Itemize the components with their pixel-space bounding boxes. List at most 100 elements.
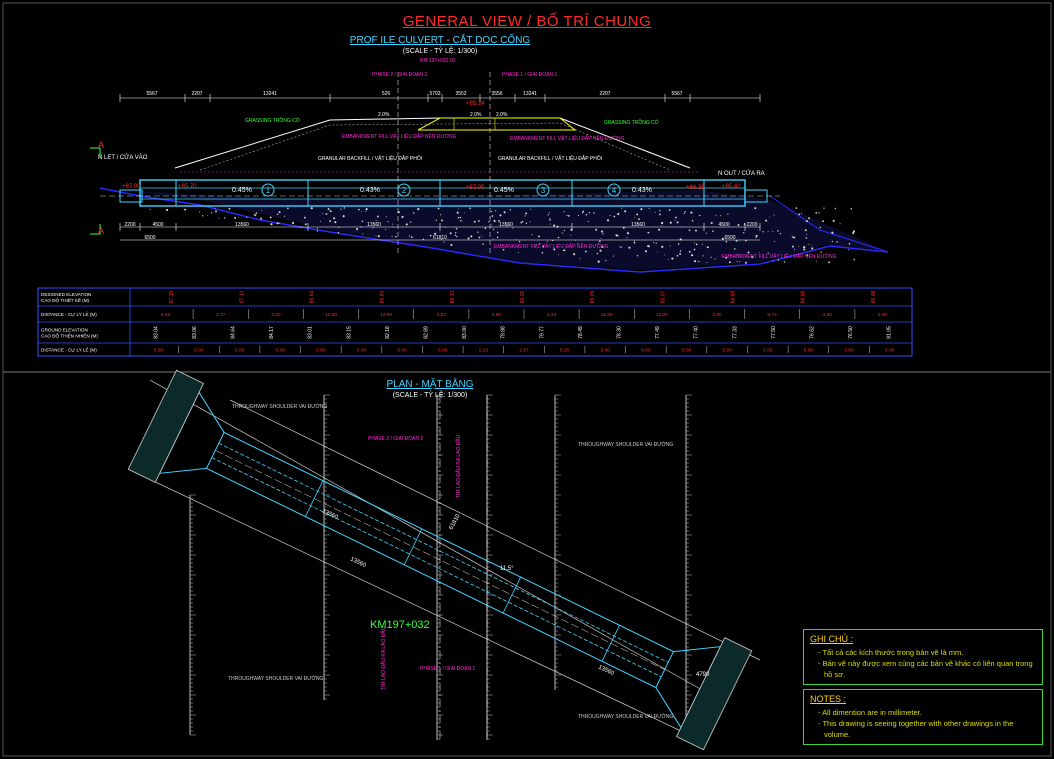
rock-dot xyxy=(254,214,257,217)
table-cell: 83.00 xyxy=(462,326,468,339)
rock-dot xyxy=(626,237,628,239)
grassing-label: GRASSING TRỒNG CỎ xyxy=(604,119,659,126)
rock-dot xyxy=(647,231,650,234)
rock-dot xyxy=(804,229,807,232)
rock-dot xyxy=(546,241,548,243)
rock-dot xyxy=(596,252,599,255)
rock-dot xyxy=(620,246,622,248)
rock-dot xyxy=(737,240,739,242)
rock-dot xyxy=(521,220,524,223)
rock-dot xyxy=(706,262,708,263)
rock-dot xyxy=(852,232,855,235)
top-dimension-label: 13241 xyxy=(263,91,277,97)
rock-dot xyxy=(558,254,560,256)
table-cell: 5.00 xyxy=(885,348,895,354)
rock-dot xyxy=(806,254,809,257)
rock-dot xyxy=(587,221,589,223)
centerline-label: TIM LÀO ĐẦU RA LÀO ĐẦU xyxy=(455,434,462,498)
rock-dot xyxy=(661,221,664,225)
rock-dot xyxy=(440,214,442,216)
table-cell: 76.50 xyxy=(848,326,854,339)
rock-dot xyxy=(721,237,724,240)
rock-dot xyxy=(647,245,650,248)
table-cell: 86.68 xyxy=(801,291,807,304)
rock-dot xyxy=(401,215,404,218)
segment-marker xyxy=(536,183,550,197)
rock-dot xyxy=(823,207,825,209)
table-cell: 5.00 xyxy=(682,348,692,354)
rock-dot xyxy=(699,214,701,217)
rock-dot xyxy=(779,232,782,235)
rock-dot xyxy=(585,213,588,216)
rock-dot xyxy=(599,249,602,252)
embankment-bottom-label: EMBANKMENT FILL VẬT LIỆU ĐẮP NỀN ĐƯỜNG xyxy=(494,242,609,250)
segment-marker xyxy=(607,183,621,197)
rock-dot xyxy=(805,220,808,223)
plan-title: PLAN - MẶT BẰNG xyxy=(386,379,474,390)
rock-dot xyxy=(684,211,686,213)
rock-dot xyxy=(848,249,850,251)
rock-dot xyxy=(735,239,738,242)
rock-dot xyxy=(529,221,531,223)
rock-dot xyxy=(612,255,614,257)
rock-dot xyxy=(633,241,636,244)
rock-dot xyxy=(798,213,801,216)
rock-dot xyxy=(238,216,239,218)
bottom-dimension-label: 4500 xyxy=(718,222,729,228)
rock-dot xyxy=(832,219,835,222)
rock-dot xyxy=(605,259,607,262)
natural-ground-line xyxy=(99,187,889,273)
rock-dot xyxy=(549,218,551,221)
rock-dot xyxy=(234,216,237,219)
rock-dot xyxy=(582,210,585,213)
rock-dot xyxy=(276,213,279,216)
rock-dot xyxy=(365,210,367,212)
rock-dot xyxy=(654,212,656,214)
rock-dot xyxy=(850,208,853,210)
rock-dot xyxy=(710,221,713,225)
rock-dot xyxy=(333,217,336,220)
table-cell: 86.69 xyxy=(731,291,737,304)
phase-label: PHASE 2 / GIAI ĐOẠN 2 xyxy=(372,72,428,78)
road-edge-line xyxy=(229,399,761,661)
rock-dot xyxy=(577,242,579,244)
rock-dot xyxy=(806,234,808,236)
rock-dot xyxy=(327,208,330,211)
rock-dot xyxy=(793,236,796,239)
rock-dot xyxy=(588,212,590,214)
segment-marker xyxy=(261,183,275,197)
rock-dot xyxy=(655,242,657,244)
rock-dot xyxy=(820,251,822,253)
rock-dot xyxy=(745,261,747,264)
rock-dot xyxy=(570,234,572,236)
rock-dot xyxy=(659,210,661,212)
rock-dot xyxy=(530,208,532,210)
table-cell: 5.00 xyxy=(154,348,164,354)
table-cell: 2.23 xyxy=(479,348,489,354)
rock-dot xyxy=(636,213,639,216)
table-cell: 3.33 xyxy=(547,312,557,318)
rock-dot xyxy=(255,212,258,215)
rock-dot xyxy=(325,213,328,215)
slope-label: 0.43% xyxy=(632,187,652,194)
rock-dot xyxy=(688,229,691,231)
rock-dot xyxy=(149,208,151,210)
rock-dot xyxy=(640,208,643,211)
rock-dot xyxy=(455,227,458,230)
rock-dot xyxy=(484,227,487,230)
rock-dot xyxy=(644,250,648,253)
table-cell: 77.40 xyxy=(694,326,700,339)
rock-dot xyxy=(613,215,616,218)
rock-dot xyxy=(577,215,580,217)
rock-dot xyxy=(747,251,750,254)
table-cell: 5.00 xyxy=(723,348,733,354)
plan-dimension: 4790 xyxy=(696,672,710,678)
rock-dot xyxy=(456,235,458,238)
rock-dot xyxy=(617,212,620,216)
rock-dot xyxy=(852,230,855,233)
rock-dot xyxy=(441,219,443,222)
rock-dot xyxy=(269,216,272,219)
rock-dot xyxy=(199,211,201,213)
bottom-dimension-label: 2200 xyxy=(746,222,757,228)
